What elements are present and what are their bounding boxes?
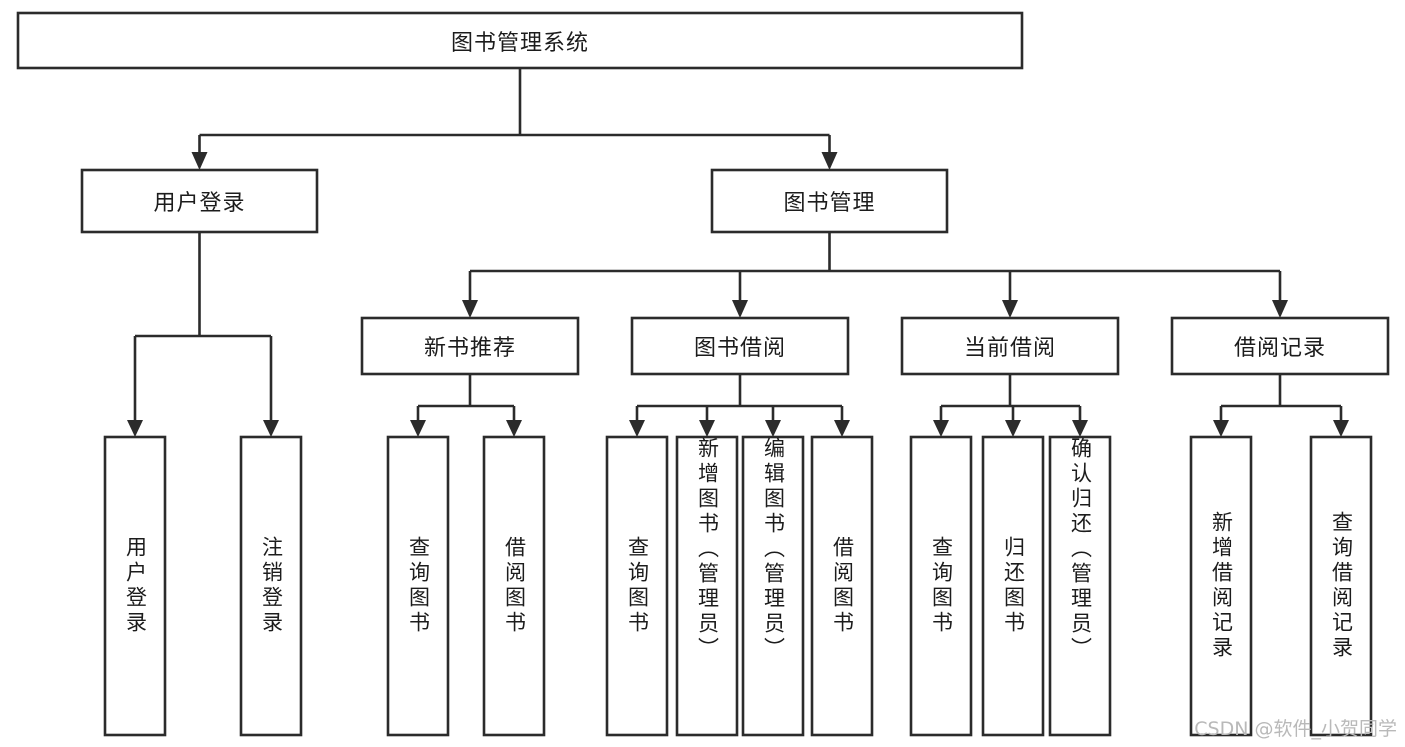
node-box-current-borrow[interactable] — [900, 316, 1120, 376]
arrow-head-icon — [821, 152, 838, 170]
node-box-user-login[interactable] — [80, 168, 319, 234]
arrow-head-icon — [1213, 420, 1229, 437]
node-box-root[interactable] — [16, 11, 1024, 70]
node-box-leaf-user-login[interactable] — [103, 435, 167, 737]
arrow-head-icon — [506, 420, 522, 437]
arrow-head-icon — [263, 420, 279, 437]
arrow-head-icon — [765, 420, 781, 437]
node-box-leaf-query-book-current[interactable] — [909, 435, 973, 737]
arrow-head-icon — [834, 420, 850, 437]
connector-group-user-login — [127, 232, 279, 437]
connector-group-book-management — [462, 232, 1288, 318]
node-box-leaf-borrow-book-recommend[interactable] — [482, 435, 546, 737]
arrow-head-icon — [1272, 300, 1288, 318]
connector-group-borrow-record — [1213, 374, 1349, 437]
node-box-leaf-confirm-return-admin[interactable] — [1048, 435, 1112, 737]
arrow-head-icon — [462, 300, 478, 318]
arrow-head-icon — [1002, 300, 1018, 318]
node-box-book-borrow[interactable] — [630, 316, 850, 376]
node-box-leaf-query-borrow-record[interactable] — [1309, 435, 1373, 737]
connector-group-book-borrow — [629, 374, 850, 437]
arrow-head-icon — [1333, 420, 1349, 437]
node-box-borrow-record[interactable] — [1170, 316, 1390, 376]
connector-group-current-borrow — [933, 374, 1088, 437]
arrow-head-icon — [1005, 420, 1021, 437]
node-box-book-management[interactable] — [710, 168, 949, 234]
node-box-leaf-add-borrow-record[interactable] — [1189, 435, 1253, 737]
node-box-new-book-recommend[interactable] — [360, 316, 580, 376]
arrow-head-icon — [410, 420, 426, 437]
arrow-head-icon — [629, 420, 645, 437]
arrow-head-icon — [1072, 420, 1088, 437]
node-box-leaf-return-book[interactable] — [981, 435, 1045, 737]
connector-group-new-book-recommend — [410, 374, 522, 437]
node-box-leaf-borrow-book[interactable] — [810, 435, 874, 737]
arrow-head-icon — [127, 420, 143, 437]
node-box-leaf-edit-book-admin[interactable] — [741, 435, 805, 737]
arrow-head-icon — [732, 300, 748, 318]
node-box-leaf-query-book-recommend[interactable] — [386, 435, 450, 737]
node-box-leaf-add-book-admin[interactable] — [675, 435, 739, 737]
arrow-head-icon — [933, 420, 949, 437]
arrow-head-icon — [699, 420, 715, 437]
node-box-leaf-query-book-borrow[interactable] — [605, 435, 669, 737]
arrow-head-icon — [191, 152, 208, 170]
node-box-leaf-user-logout[interactable] — [239, 435, 303, 737]
connector-group-root — [191, 68, 838, 170]
